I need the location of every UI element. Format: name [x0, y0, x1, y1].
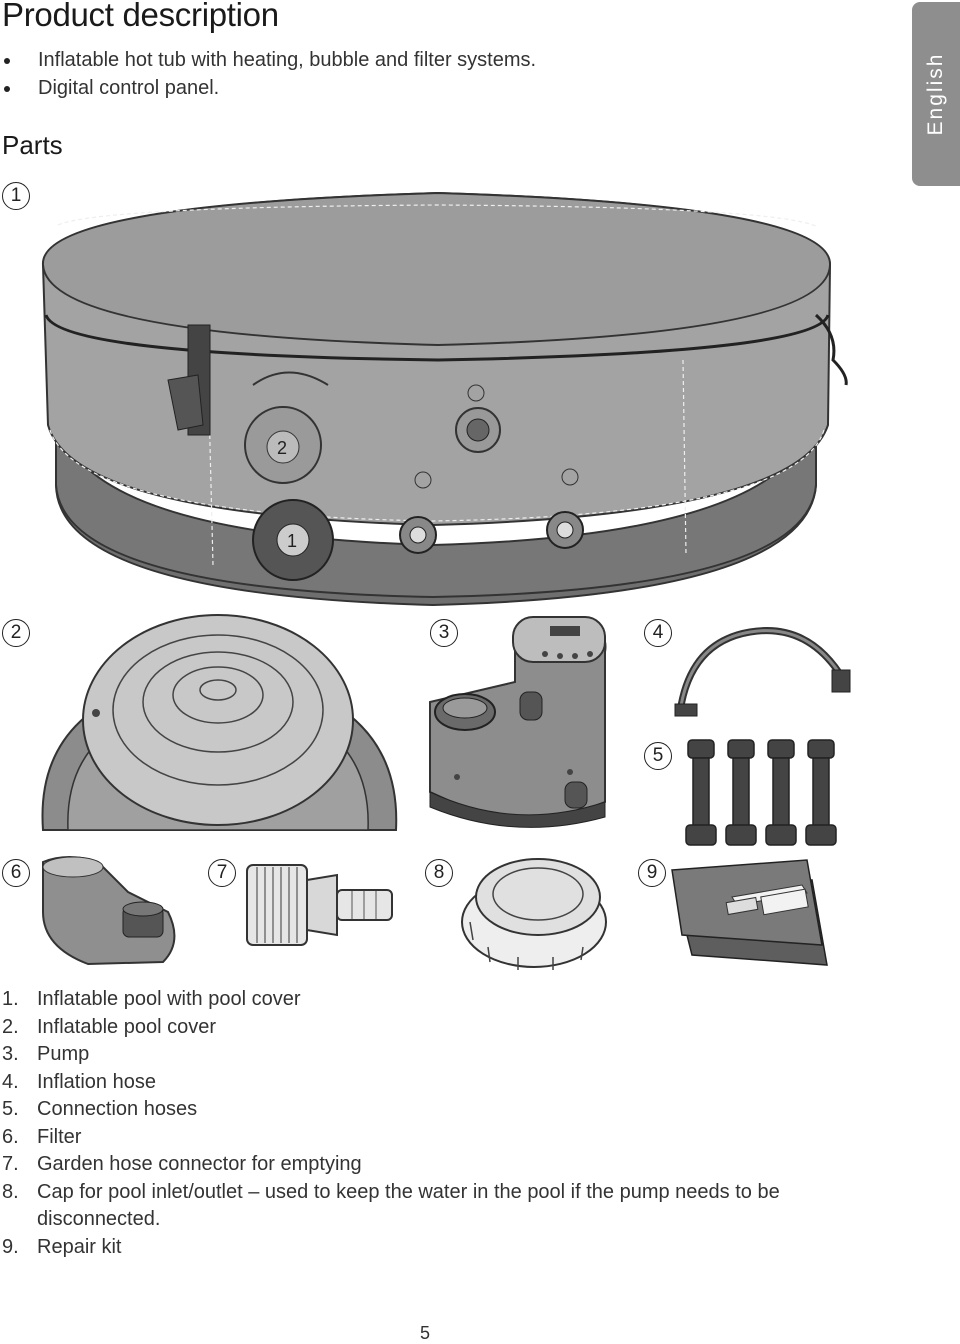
- svg-text:2: 2: [277, 438, 287, 458]
- parts-list-item: 6.Filter: [2, 1125, 82, 1148]
- figure-label-2: 2: [2, 619, 30, 647]
- connection-hoses-illustration: [685, 739, 837, 846]
- parts-list-item: 7.Garden hose connector for emptying: [2, 1153, 362, 1175]
- parts-list-item: 9.Repair kit: [2, 1235, 122, 1258]
- figure-label-9: 9: [638, 859, 666, 887]
- language-tab-label: English: [924, 52, 947, 136]
- figure-label-8: 8: [425, 859, 453, 887]
- page-number: 5: [420, 1323, 431, 1343]
- parts-list-item: 5.Connection hoses: [2, 1098, 198, 1120]
- svg-text:1: 1: [287, 531, 297, 551]
- repair-kit-illustration: [671, 859, 828, 966]
- pool-cover-illustration: [41, 614, 398, 831]
- parts-list-item: 8.Cap for pool inlet/outlet – used to ke…: [2, 1180, 780, 1231]
- parts-list: 1.Inflatable pool with pool cover 2.Infl…: [0, 986, 870, 1261]
- figure-label-3: 3: [430, 619, 458, 647]
- inlet-cap-illustration: [461, 858, 607, 970]
- hot-tub-illustration: 2 1: [41, 191, 848, 607]
- parts-list-item: 1.Inflatable pool with pool cover: [2, 988, 301, 1010]
- parts-list-item: 3.Pump: [2, 1043, 90, 1065]
- figure-label-6: 6: [2, 859, 30, 887]
- filter-illustration: [42, 856, 176, 966]
- pump-illustration: [429, 616, 607, 828]
- parts-heading: Parts: [2, 130, 63, 160]
- figure-label-7: 7: [208, 859, 236, 887]
- figure-label-4: 4: [644, 619, 672, 647]
- parts-list-item: 2.Inflatable pool cover: [2, 1015, 217, 1038]
- feature-list: Inflatable hot tub with heating, bubble …: [0, 46, 536, 102]
- language-tab: English: [912, 2, 960, 186]
- feature-item: Digital control panel.: [0, 74, 536, 102]
- page-title: Product description: [2, 0, 279, 33]
- figure-label-1: 1: [2, 182, 30, 210]
- parts-list-item: 4.Inflation hose: [2, 1070, 156, 1093]
- figure-label-5: 5: [644, 742, 672, 770]
- feature-item: Inflatable hot tub with heating, bubble …: [0, 46, 536, 74]
- garden-hose-connector-illustration: [246, 864, 393, 946]
- inflation-hose-illustration: [674, 627, 851, 717]
